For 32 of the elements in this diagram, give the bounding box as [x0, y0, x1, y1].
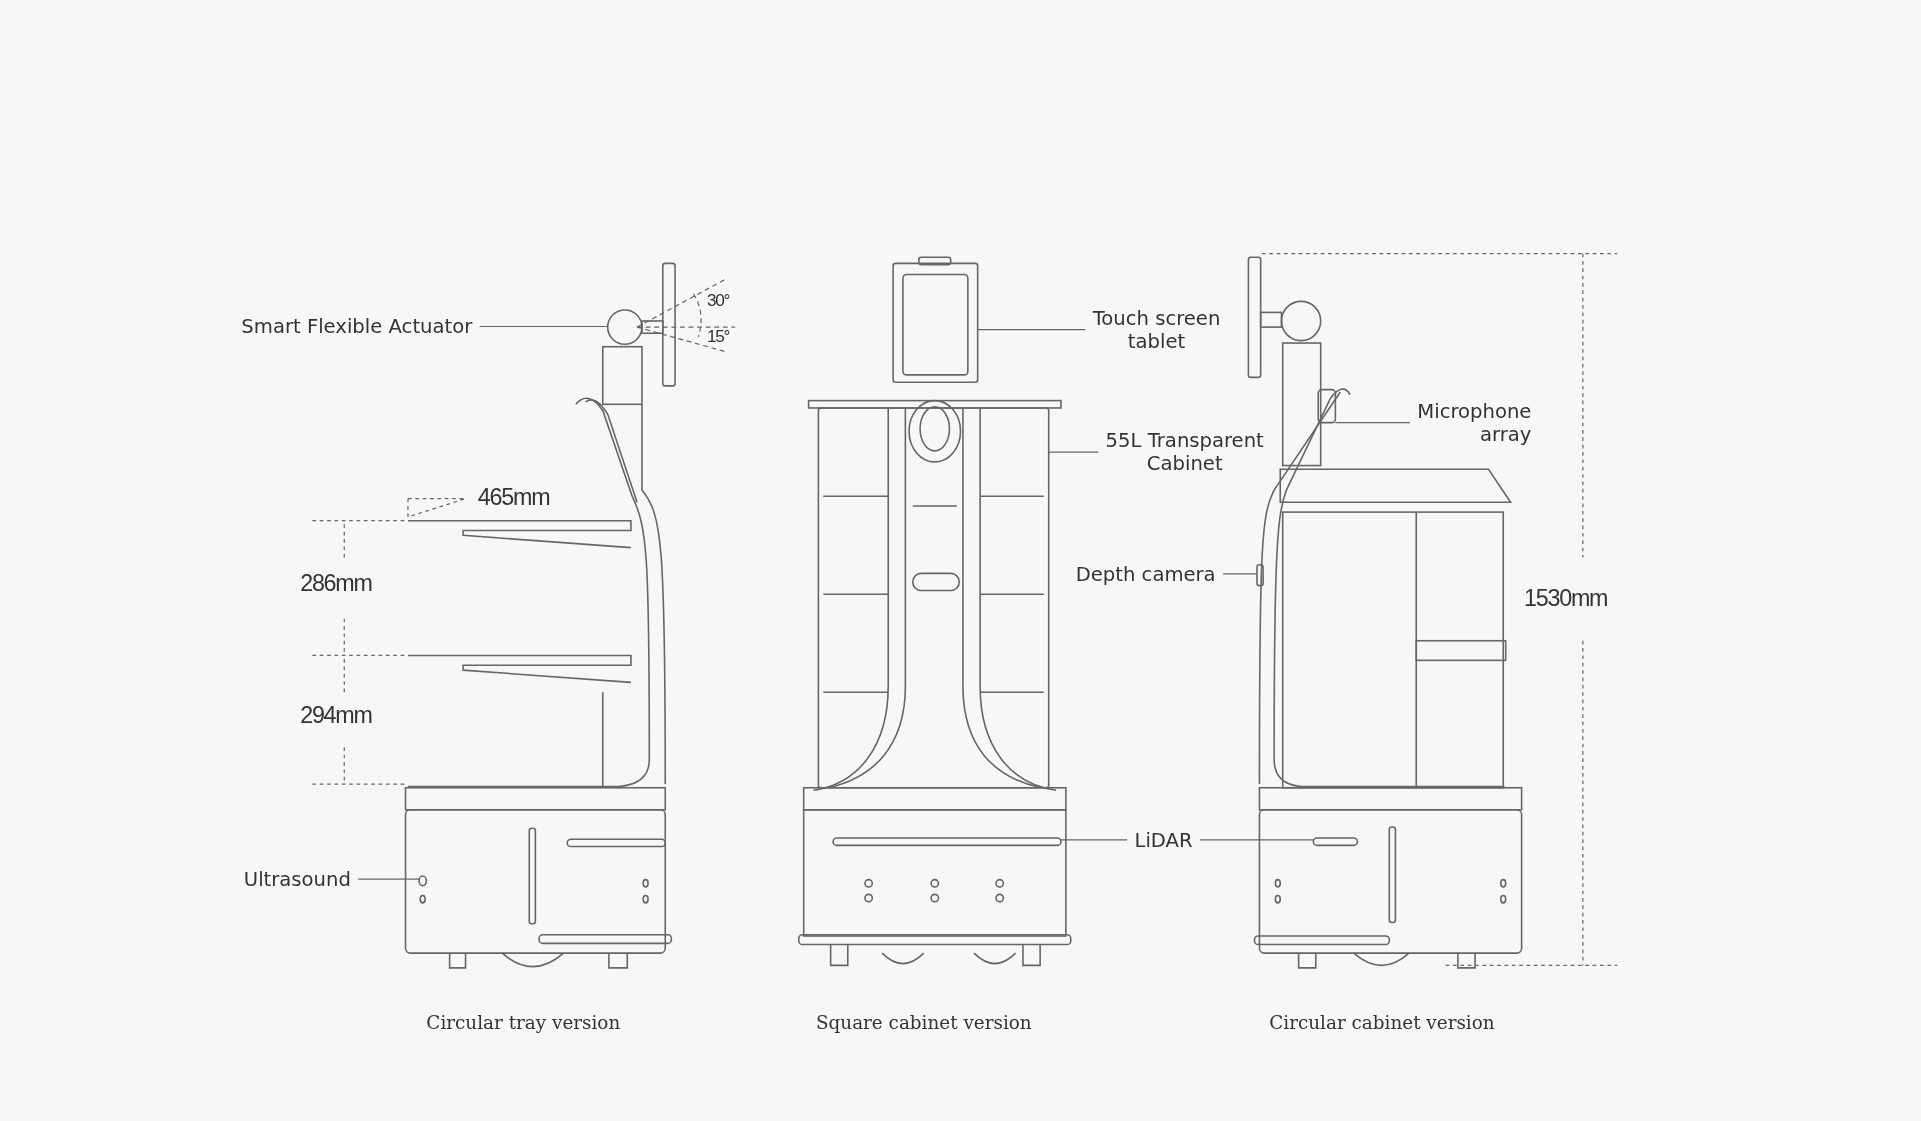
sensor-bar	[1317, 388, 1337, 424]
sensor-bar	[1312, 837, 1359, 847]
dimension-value: 15°	[706, 325, 730, 346]
leader-line	[1199, 839, 1314, 841]
leader-line	[1060, 839, 1128, 841]
device-part	[892, 262, 979, 384]
leader-line	[1334, 422, 1411, 424]
device-part	[817, 407, 1050, 789]
drawing-caption: Square cabinet version	[815, 1011, 1032, 1034]
callout-label: Touch screen tablet	[1087, 306, 1226, 353]
dimension-value: 286mm	[300, 569, 372, 597]
dimension-value: 294mm	[300, 702, 372, 729]
callout-label: Ultrasound	[243, 867, 357, 891]
leader-line	[977, 328, 1086, 331]
dimension-value: 1530mm	[1524, 585, 1608, 613]
device-part	[1256, 564, 1264, 587]
sensor-bar	[832, 837, 1062, 847]
dimension-value: 465mm	[477, 483, 550, 511]
callout-label: LiDAR	[1134, 828, 1204, 852]
leader-line	[1048, 451, 1099, 453]
sensor-part	[418, 875, 428, 887]
drawing-caption: Circular cabinet version	[1269, 1011, 1495, 1034]
callout-label: Microphone array	[1406, 399, 1532, 446]
leader-line	[479, 325, 609, 328]
leader-line	[357, 878, 420, 880]
sensor-part	[606, 309, 643, 346]
dimension-value: 30°	[706, 290, 730, 310]
callout-label: Smart Flexible Actuator	[241, 314, 475, 339]
drawing-caption: Circular tray version	[426, 1011, 621, 1034]
leader-line	[1222, 573, 1258, 575]
callout-label: Depth camera	[1075, 562, 1218, 586]
callout-label: 55L Transparent Cabinet	[1100, 428, 1270, 476]
